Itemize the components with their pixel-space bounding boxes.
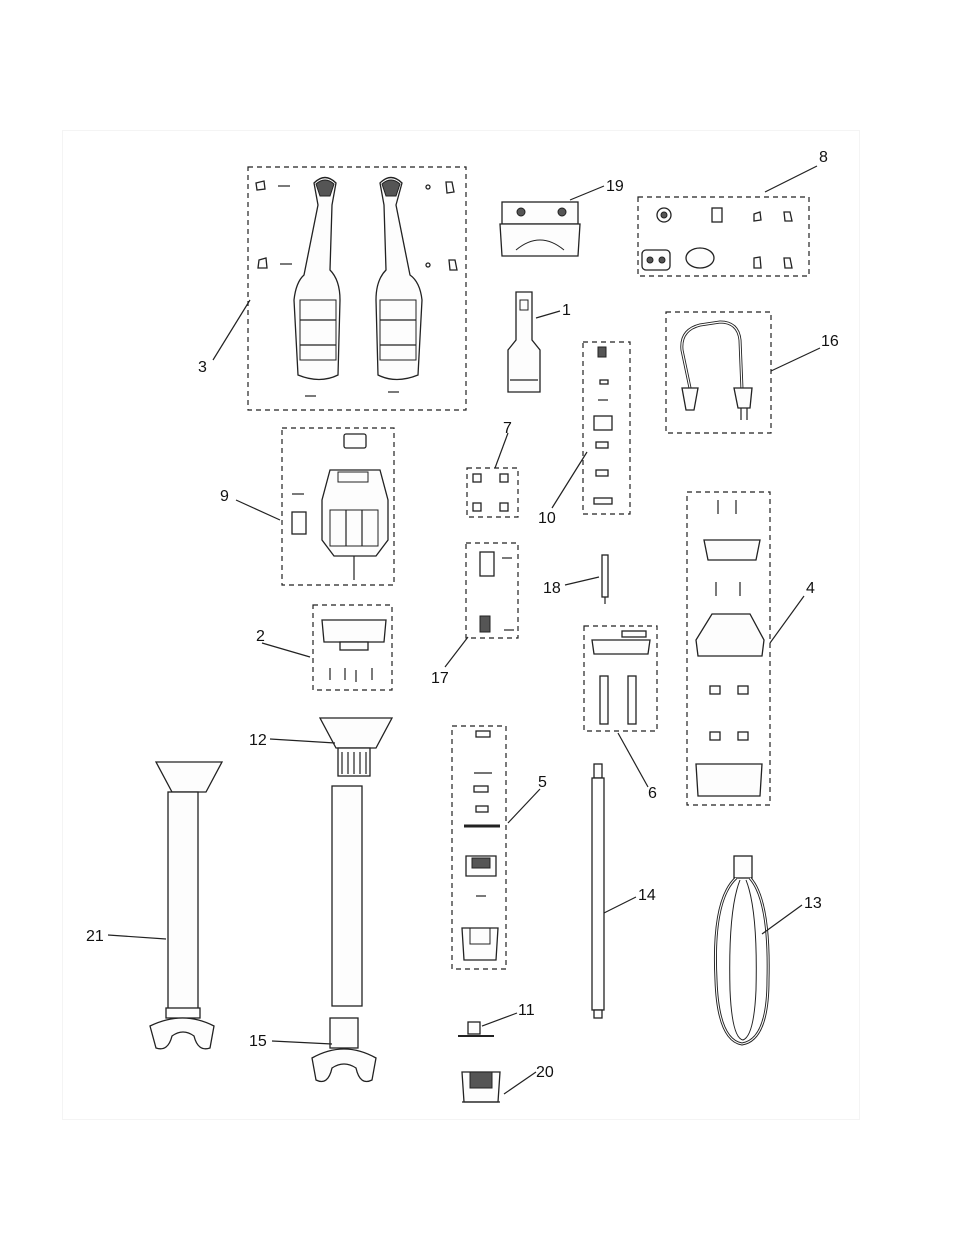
part-13-whisk: [715, 856, 768, 1044]
part-14-drive-shaft: [592, 764, 604, 1018]
callout-2: 2: [256, 628, 265, 645]
part-12-15-blender-shaft-coupling: [312, 718, 392, 1082]
callout-8: 8: [819, 149, 828, 166]
callout-13: 13: [804, 895, 822, 912]
callout-3: 3: [198, 359, 207, 376]
callout-10: 10: [538, 510, 556, 527]
part-2-end-cap: [313, 605, 392, 690]
part-4-gearbox: [687, 492, 770, 805]
part-6-whisk-gears: [584, 626, 657, 731]
callout-7: 7: [503, 420, 512, 437]
part-18-pin: [602, 555, 608, 604]
part-19-switch-block: [500, 202, 580, 256]
part-3-housing: [248, 167, 466, 410]
part-9-motor: [282, 428, 394, 585]
callout-18: 18: [543, 580, 561, 597]
part-10-switch-parts: [583, 342, 630, 514]
callout-17: 17: [431, 670, 449, 687]
callout-9: 9: [220, 488, 229, 505]
callout-5: 5: [538, 774, 547, 791]
callout-11: 11: [518, 1002, 535, 1019]
part-16-power-cord: [666, 312, 771, 433]
callout-15: 15: [249, 1033, 267, 1050]
part-1-switch-bracket: [508, 292, 540, 392]
part-17-switch-spring: [466, 543, 518, 638]
part-20-coupling: [462, 1072, 500, 1102]
callout-20: 20: [536, 1064, 554, 1081]
callout-21: 21: [86, 928, 104, 945]
callout-14: 14: [638, 887, 656, 904]
callout-4: 4: [806, 580, 815, 597]
part-7-clips: [467, 468, 518, 517]
part-21-blender-shaft: [150, 762, 222, 1049]
part-5-seal-kit: [452, 726, 506, 969]
part-8-hardware-kit: [638, 197, 809, 276]
callout-16: 16: [821, 333, 839, 350]
callout-19: 19: [606, 178, 624, 195]
callout-12: 12: [249, 732, 267, 749]
callout-6: 6: [648, 785, 657, 802]
callout-1: 1: [562, 302, 571, 319]
